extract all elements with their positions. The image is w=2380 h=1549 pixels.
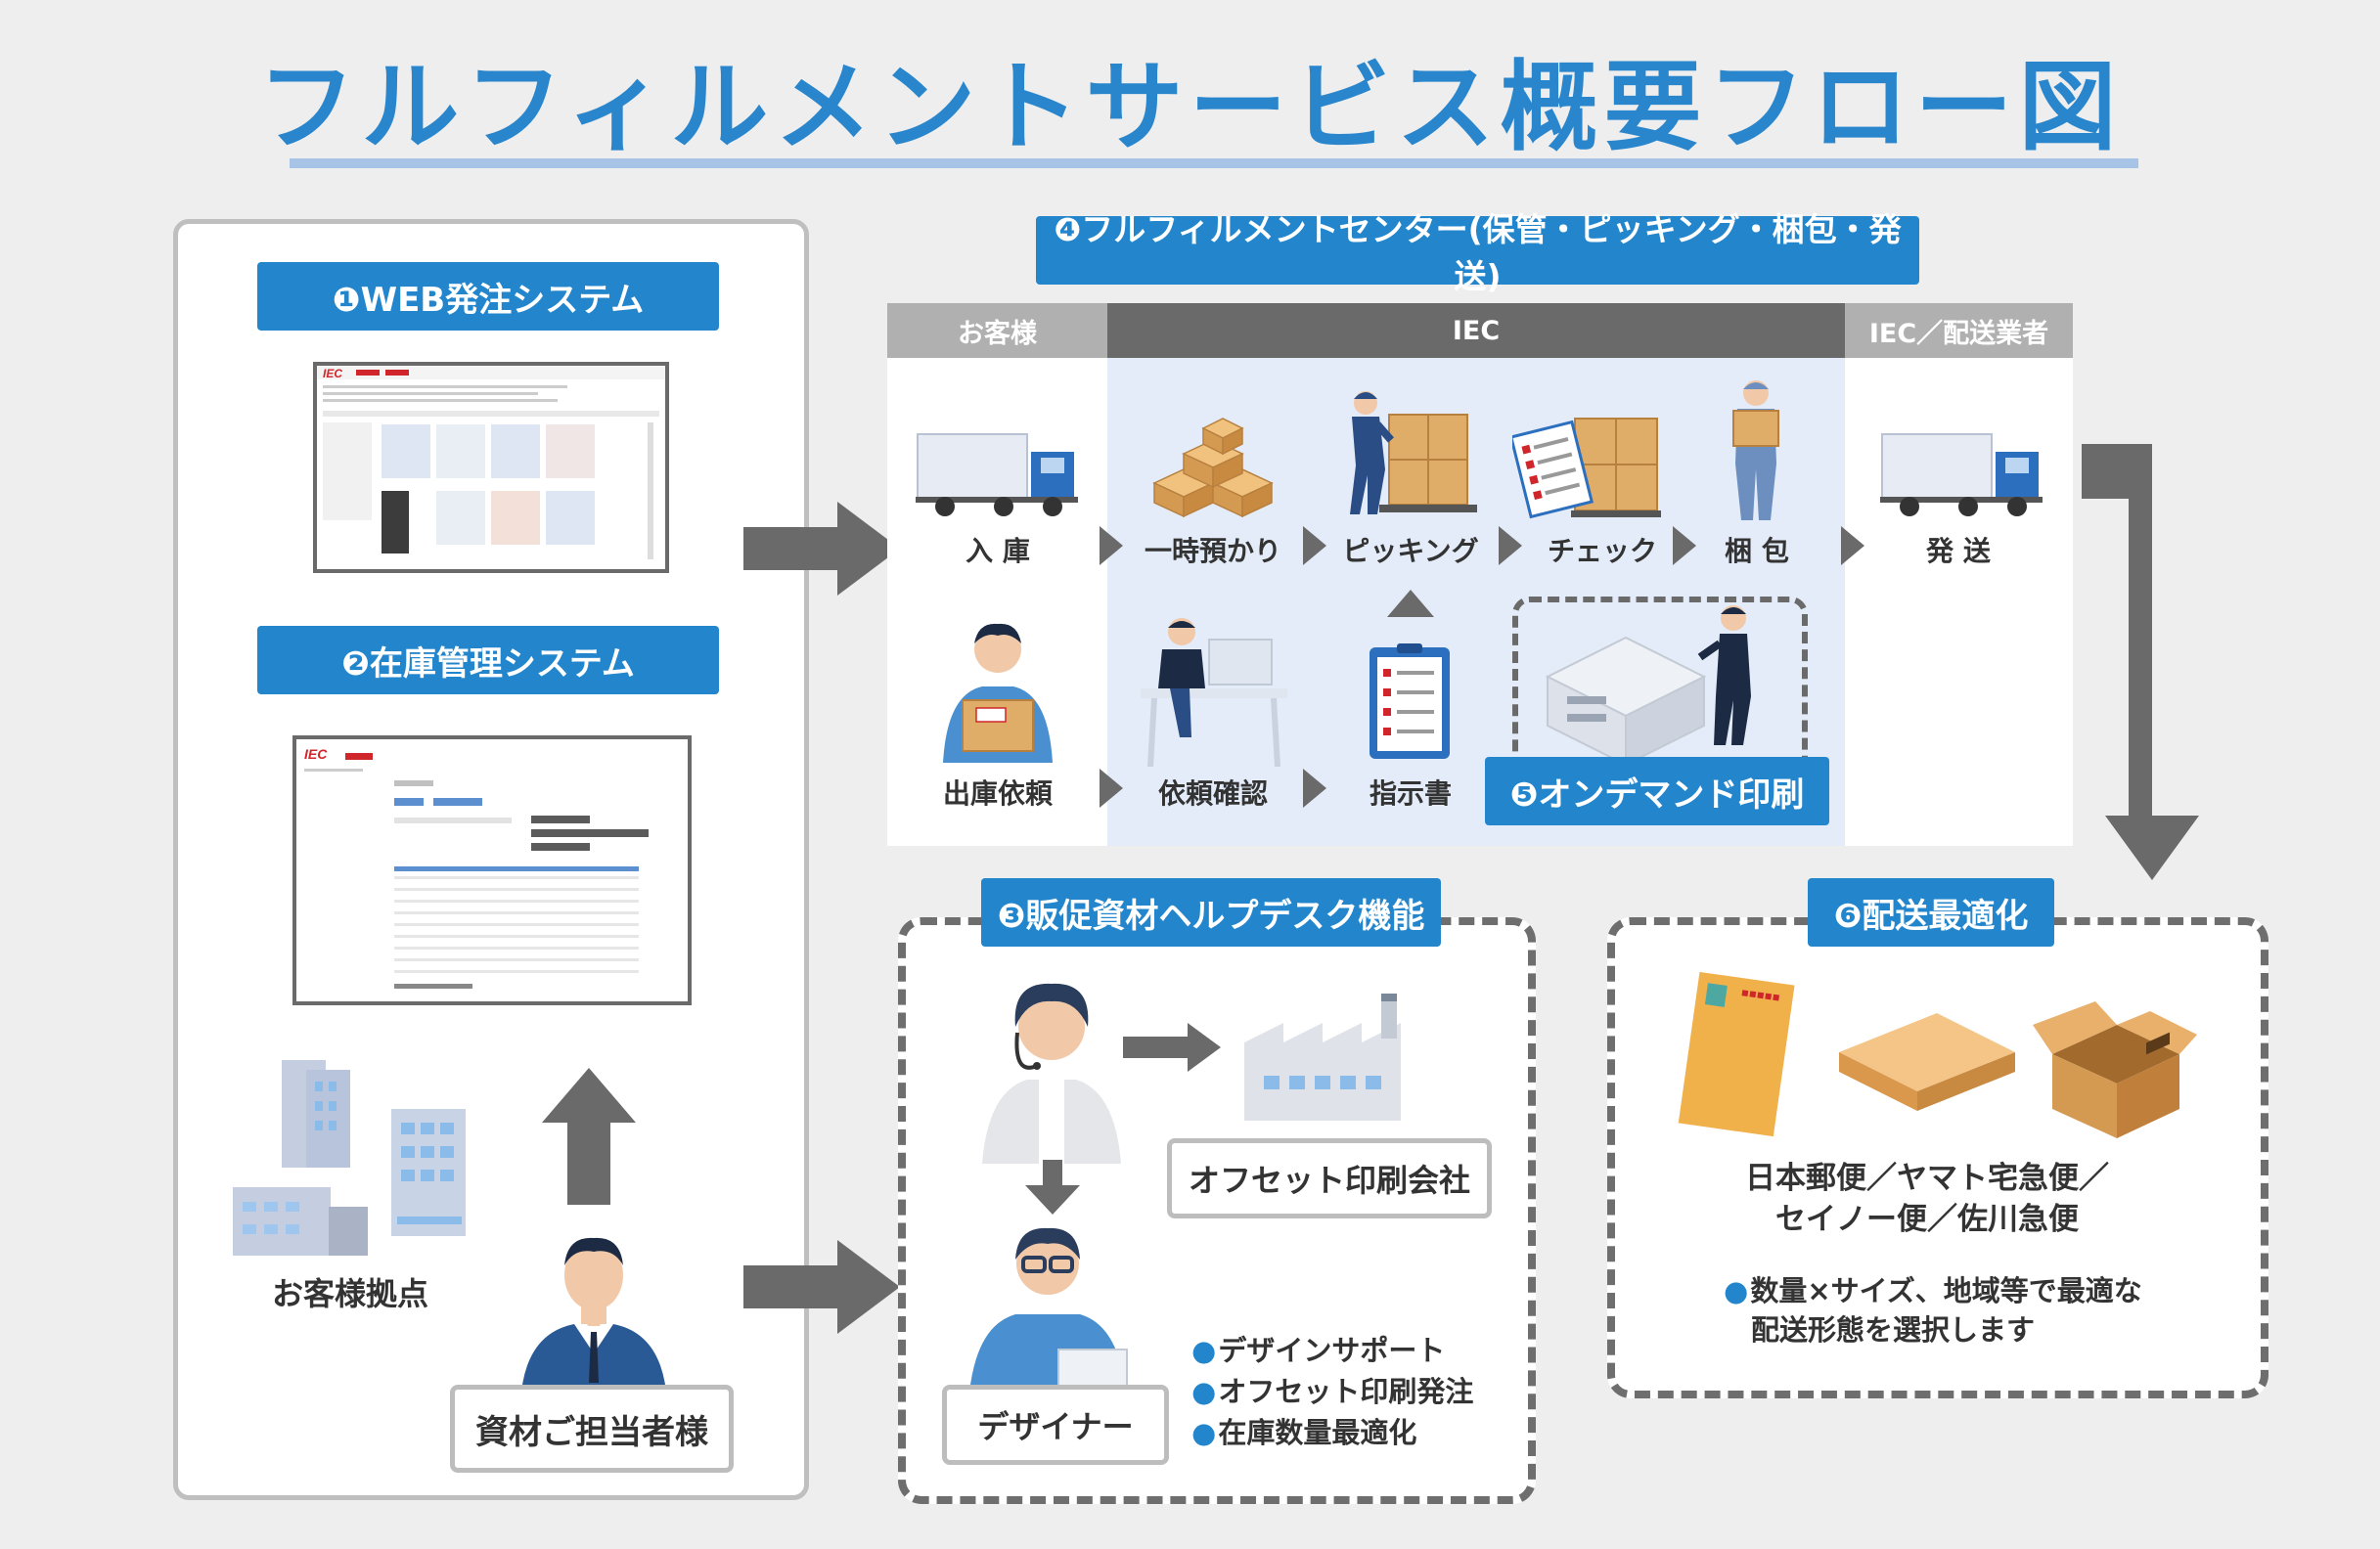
step-shipment-request: 出庫依頼 xyxy=(942,777,1053,810)
carriers-line: 日本郵便／ヤマト宅急便／ xyxy=(1745,1161,2109,1196)
web-logo-text: IEC xyxy=(323,367,342,380)
delivery-note-line: 配送形態を選択します xyxy=(1751,1313,2036,1347)
flow-chevron-icon xyxy=(1303,769,1326,808)
step-receiving: 入 庫 xyxy=(965,535,1030,567)
manager-person-icon xyxy=(520,1237,667,1402)
request-check-desk-icon xyxy=(1141,618,1287,767)
flow-chevron-icon xyxy=(1841,526,1864,565)
flow-chevron-icon xyxy=(1499,526,1522,565)
column-customer: お客様 xyxy=(887,303,1107,358)
bullet-text: オフセット印刷発注 xyxy=(1218,1375,1474,1408)
fulfillment-center-header: ❹フルフィルメントセンター(保管・ピッキング・梱包・発送) xyxy=(1036,210,1919,295)
designer-label: デザイナー xyxy=(942,1385,1169,1465)
down-arrow-icon xyxy=(1025,1160,1080,1215)
flat-box-icon xyxy=(1839,1013,2015,1111)
delivery-note-line: 数量×サイズ、地域等で最適な xyxy=(1750,1274,2142,1307)
up-arrow-icon xyxy=(542,1068,636,1205)
printer-machine-icon xyxy=(1545,605,1751,765)
support-operator-icon xyxy=(982,983,1121,1164)
bullet-text: 在庫数量最適化 xyxy=(1218,1416,1417,1449)
step-temporary-storage: 一時預かり xyxy=(1144,535,1281,567)
customer-buildings-icon xyxy=(233,1060,466,1256)
bullet-icon: ● xyxy=(1724,1274,1749,1307)
factory-icon xyxy=(1244,994,1401,1121)
column-iec: IEC xyxy=(1107,303,1845,358)
boxes-icon xyxy=(1152,418,1274,518)
cardboard-box-icon xyxy=(2033,1001,2197,1138)
inventory-mock-icon: IEC xyxy=(304,746,649,989)
packing-worker-icon xyxy=(1732,380,1779,520)
flow-chevron-icon xyxy=(1100,769,1123,808)
right-arrow-icon xyxy=(743,502,900,596)
delivery-note: ●数量×サイズ、地域等で最適な 配送形態を選択します xyxy=(1724,1271,2213,1350)
inventory-screenshot: IEC xyxy=(292,735,692,1005)
web-order-mock-icon: IEC xyxy=(317,366,665,559)
web-order-system-label: ❶WEB発注システム xyxy=(257,262,719,331)
bullet-text: デザインサポート xyxy=(1218,1334,1446,1367)
picking-worker-icon xyxy=(1350,391,1477,514)
down-arrow-icon xyxy=(2082,444,2199,880)
truck-icon xyxy=(1880,433,2043,516)
helpdesk-bullet-item: ●デザインサポート xyxy=(1191,1334,1446,1367)
delivery-header: ❻配送最適化 xyxy=(1808,878,2054,947)
step-packing: 梱 包 xyxy=(1725,535,1789,567)
offset-printing-company-label: オフセット印刷会社 xyxy=(1167,1138,1492,1218)
designer-icon xyxy=(968,1227,1128,1402)
helpdesk-header: ❸販促資材ヘルプデスク機能 xyxy=(981,878,1441,947)
helpdesk-bullet-item: ●オフセット印刷発注 xyxy=(1191,1375,1474,1408)
customer-sites-label: お客様拠点 xyxy=(271,1275,428,1312)
up-chevron-icon xyxy=(1387,590,1434,617)
right-arrow-icon xyxy=(743,1240,900,1334)
carriers-line: セイノー便／佐川急便 xyxy=(1775,1202,2079,1237)
step-request-confirmation: 依頼確認 xyxy=(1157,777,1268,810)
material-manager-label: 資材ご担当者様 xyxy=(450,1385,734,1473)
on-demand-printing-label: ❺オンデマンド印刷 xyxy=(1485,757,1829,825)
page-title: フルフィルメントサービス概要フロー図 xyxy=(257,50,2123,164)
step-check: チェック xyxy=(1547,535,1657,567)
order-request-person-icon xyxy=(943,623,1053,763)
helpdesk-bullet-item: ●在庫数量最適化 xyxy=(1191,1416,1417,1449)
inventory-system-label: ❷在庫管理システム xyxy=(257,626,719,694)
carriers-text: 日本郵便／ヤマト宅急便／ セイノー便／佐川急便 xyxy=(1624,1158,2230,1240)
check-list-icon xyxy=(1512,418,1661,519)
right-arrow-icon xyxy=(1123,1023,1221,1072)
truck-icon xyxy=(916,433,1078,516)
step-picking: ピッキング xyxy=(1342,535,1479,567)
envelope-icon xyxy=(1678,972,1795,1137)
flow-chevron-icon xyxy=(1673,526,1696,565)
title-underline xyxy=(290,158,2138,168)
step-instruction-sheet: 指示書 xyxy=(1369,777,1452,810)
step-shipping: 発 送 xyxy=(1926,535,1991,567)
instruction-sheet-icon xyxy=(1370,643,1450,759)
flow-chevron-icon xyxy=(1100,526,1123,565)
flow-chevron-icon xyxy=(1303,526,1326,565)
web-order-screenshot: IEC xyxy=(313,362,669,573)
column-iec-carrier: IEC／配送業者 xyxy=(1845,303,2073,358)
inventory-logo-text: IEC xyxy=(304,746,328,762)
helpdesk-bullet-list: ●デザインサポート ●オフセット印刷発注 ●在庫数量最適化 xyxy=(1191,1330,1514,1453)
